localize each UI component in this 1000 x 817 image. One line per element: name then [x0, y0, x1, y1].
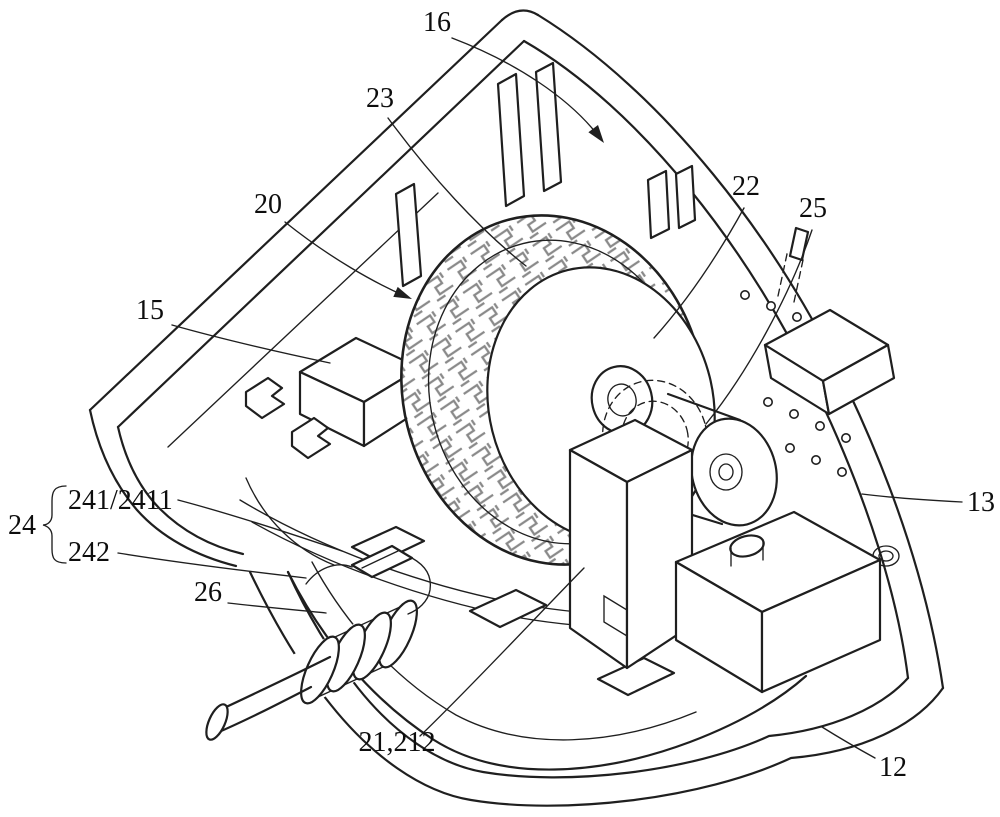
- vent-hole: [762, 396, 773, 407]
- floor-slot: [468, 588, 548, 629]
- label-12: 12: [879, 752, 907, 783]
- vent-hole: [784, 442, 795, 453]
- motor-shaft-ring: [709, 453, 743, 491]
- floor-slot: [596, 656, 676, 697]
- cable-assembly: [205, 544, 432, 741]
- leader-241: [177, 499, 343, 552]
- arrowhead-16: [588, 125, 604, 143]
- leader-16: [451, 37, 601, 139]
- leader-lines: [42, 37, 963, 759]
- right-side-details: [739, 226, 900, 567]
- mount-notch: [603, 594, 628, 638]
- switch-box: [674, 510, 882, 694]
- label-20: 20: [254, 189, 282, 220]
- rib-post: [534, 61, 563, 193]
- motor-shaft-hole: [718, 463, 734, 481]
- rib-post: [394, 182, 423, 288]
- lever-arm: [245, 477, 335, 566]
- label-13: 13: [967, 487, 995, 518]
- support-posts: [394, 61, 697, 288]
- wheel-hub-inner: [607, 383, 637, 417]
- leader-12: [821, 726, 876, 759]
- leader-26: [227, 602, 327, 614]
- cable-clamp-hook: [305, 564, 353, 585]
- corner-post: [674, 164, 697, 230]
- vent-hole: [739, 289, 750, 300]
- motor-end-cap: [690, 417, 778, 527]
- label-25: 25: [799, 193, 827, 224]
- label-16: 16: [423, 7, 451, 38]
- switch-right: [760, 558, 882, 694]
- wire-curve: [407, 557, 432, 615]
- label-21: 21,212: [359, 727, 436, 758]
- vent-hole: [791, 311, 802, 322]
- label-241: 241/2411: [68, 485, 173, 516]
- motor-body-top: [666, 392, 742, 422]
- retainer-clip: [290, 416, 332, 460]
- small-post: [788, 226, 810, 262]
- leader-21: [419, 567, 585, 737]
- vent-hole: [788, 408, 799, 419]
- shell-left-edge-outer: [88, 408, 238, 568]
- rib-post: [496, 72, 526, 208]
- cord-top-edge: [222, 655, 332, 710]
- base-tub-rim-inner: [311, 561, 697, 741]
- motor: [648, 392, 778, 527]
- leader-20: [284, 221, 406, 297]
- wheel-mount-block: [568, 418, 694, 670]
- cable-clamp-ridge: [361, 550, 399, 569]
- shell-apex: [500, 9, 540, 22]
- arrowhead-20: [393, 286, 412, 299]
- screw-boss-inner: [878, 550, 894, 562]
- label-15: 15: [136, 295, 164, 326]
- leader-25: [705, 229, 813, 425]
- shell-top-edge-outer: [88, 18, 504, 412]
- brace-24: [42, 485, 67, 564]
- label-24: 24: [8, 510, 36, 541]
- cord-end: [205, 703, 229, 741]
- side-wedge-block-right: [821, 343, 896, 416]
- label-22: 22: [732, 171, 760, 202]
- leader-23: [387, 117, 527, 267]
- vent-hole: [810, 454, 821, 465]
- vent-hole: [840, 432, 851, 443]
- leader-13: [861, 493, 963, 503]
- leader-22: [653, 207, 745, 339]
- label-242: 242: [68, 537, 110, 568]
- label-26: 26: [194, 577, 222, 608]
- vent-hole: [814, 420, 825, 431]
- shell-top-edge-inner: [116, 39, 526, 429]
- switch-plunger-side: [730, 541, 764, 567]
- corner-post: [646, 169, 671, 240]
- vent-hole: [765, 300, 776, 311]
- leader-15: [171, 324, 331, 364]
- leader-242: [117, 552, 307, 579]
- mount-front: [568, 448, 629, 670]
- shell-top-rib: [167, 192, 439, 448]
- retainer-clip: [244, 376, 286, 420]
- shell-left-edge-inner: [116, 425, 245, 556]
- reference-numerals: 16 23 20 15 22 25 13 24 241/2411 242 26 …: [8, 7, 995, 783]
- label-23: 23: [366, 83, 394, 114]
- vent-hole: [836, 466, 847, 477]
